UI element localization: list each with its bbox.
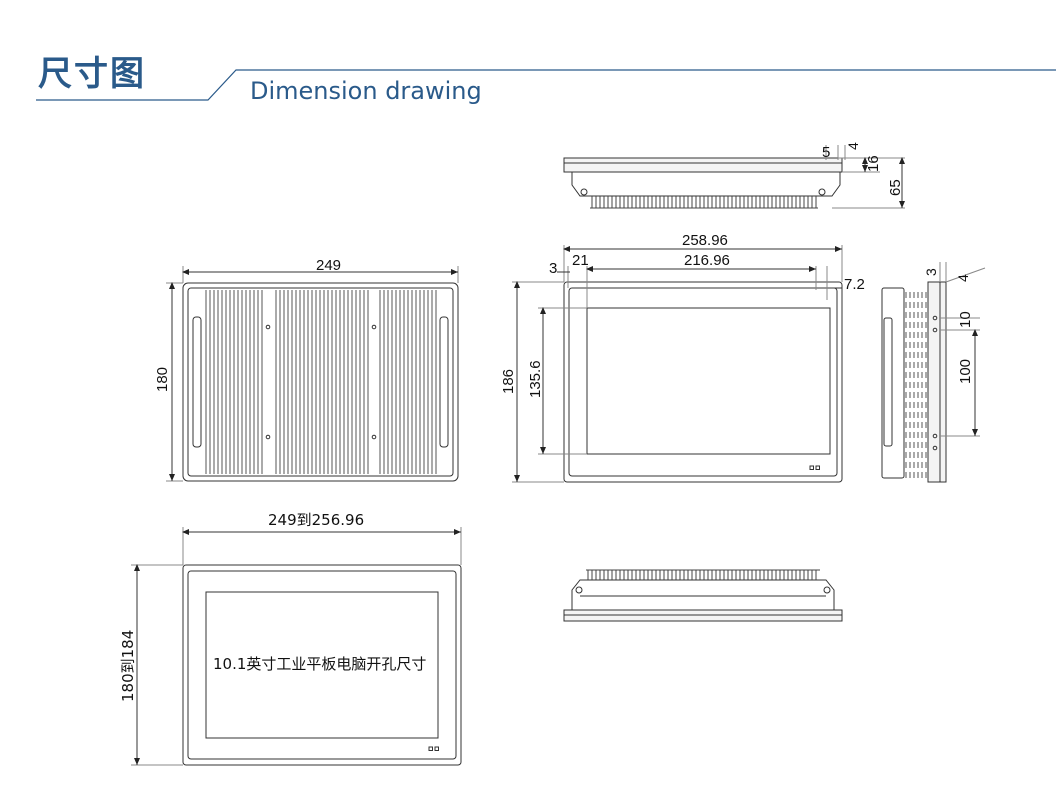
top-dim-c: 16	[865, 155, 882, 172]
rear-view	[166, 266, 459, 482]
header-divider	[36, 69, 1056, 101]
cutout-view	[131, 527, 462, 766]
front-width-total-label: 258.96	[682, 232, 728, 249]
front-height-inner-label: 135.6	[527, 360, 544, 398]
side-dim-b: 4	[955, 274, 971, 282]
cutout-height-label: 180到184	[119, 630, 137, 702]
front-width-inner-label: 216.96	[684, 252, 730, 269]
bottom-side-view	[563, 569, 843, 622]
page-subtitle: Dimension drawing	[250, 77, 482, 105]
cutout-caption: 10.1英寸工业平板电脑开孔尺寸	[213, 655, 426, 673]
rear-width-label: 249	[316, 257, 341, 274]
page-title: 尺寸图	[38, 54, 146, 94]
side-dim-c: 10	[957, 311, 974, 328]
right-side-view	[881, 262, 986, 483]
front-offset-right-label: 7.2	[844, 276, 865, 293]
side-dim-d: 100	[957, 359, 974, 384]
rear-height-label: 180	[154, 367, 171, 392]
side-dim-a: 3	[923, 268, 939, 276]
front-view	[512, 245, 843, 483]
front-offset-left-label: 3	[549, 260, 557, 277]
front-offset-inner-label: 21	[572, 252, 589, 269]
top-dim-a: 5	[822, 144, 830, 161]
top-dim-d: 65	[887, 179, 904, 196]
top-side-view	[563, 145, 905, 209]
front-height-total-label: 186	[500, 369, 517, 394]
cutout-width-label: 249到256.96	[268, 511, 364, 529]
top-dim-b: 4	[845, 142, 861, 150]
